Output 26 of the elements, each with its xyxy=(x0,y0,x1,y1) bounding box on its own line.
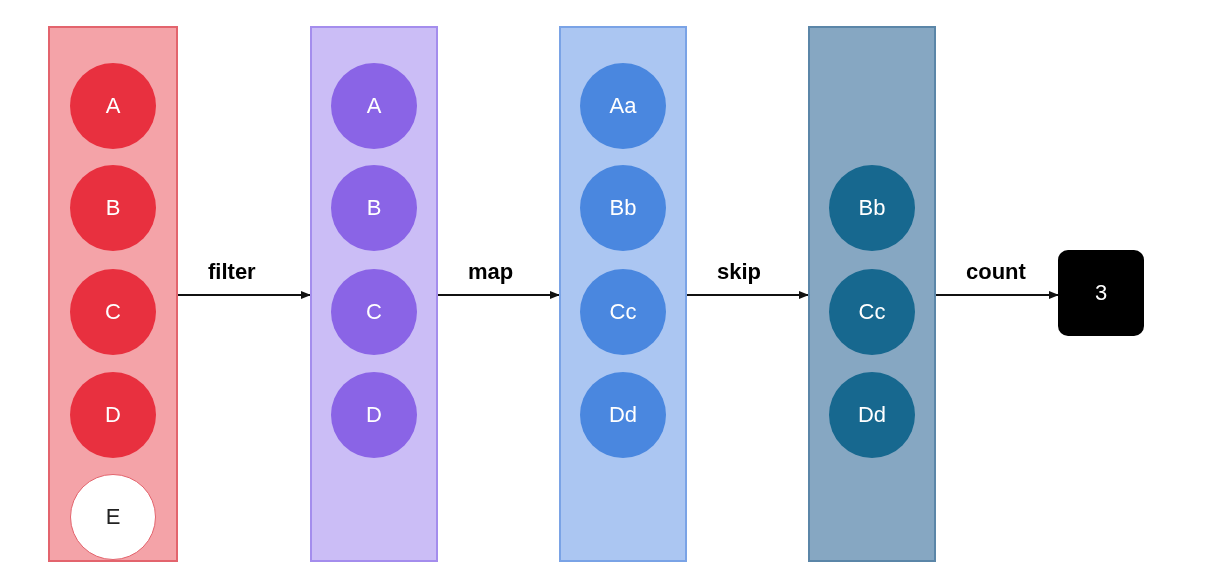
node-label: D xyxy=(105,402,121,428)
node-label: Bb xyxy=(858,195,886,221)
column-panel xyxy=(808,26,936,562)
node-label: Cc xyxy=(609,299,637,325)
column-panel xyxy=(48,26,178,562)
node-label: B xyxy=(366,195,382,221)
column-panel xyxy=(310,26,438,562)
node-label: A xyxy=(105,93,121,119)
node-label: C xyxy=(105,299,121,325)
arrow xyxy=(437,291,560,299)
column-panel xyxy=(559,26,687,562)
node-label: C xyxy=(366,299,382,325)
node-label: D xyxy=(366,402,382,428)
node-label: E xyxy=(105,504,121,530)
node-label: 3 xyxy=(1094,280,1108,306)
node-label: A xyxy=(366,93,382,119)
node-label: Cc xyxy=(858,299,886,325)
result-box xyxy=(1058,250,1144,336)
arrow xyxy=(935,291,1059,299)
arrow xyxy=(686,291,809,299)
node-label: Dd xyxy=(857,402,887,428)
node-label: Dd xyxy=(608,402,638,428)
arrow xyxy=(177,291,311,299)
node-label: Aa xyxy=(609,93,637,119)
node-label: Bb xyxy=(609,195,637,221)
node-label: B xyxy=(105,195,121,221)
